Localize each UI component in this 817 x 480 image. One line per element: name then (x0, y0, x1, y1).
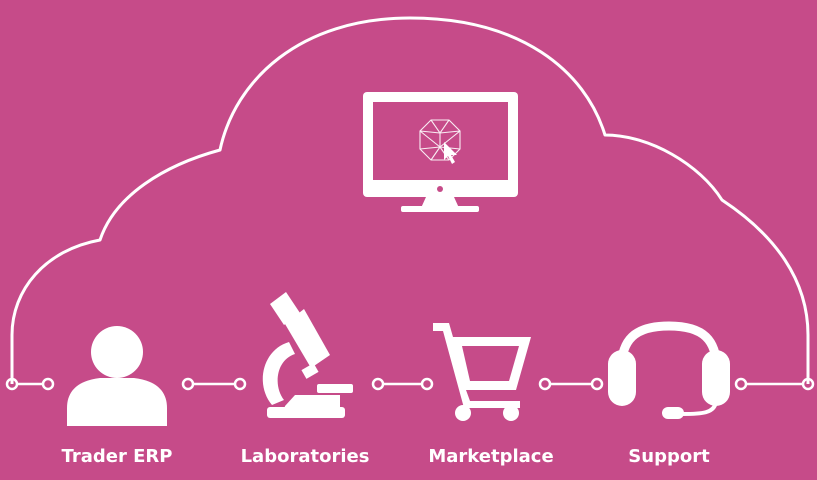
connector-dot (734, 377, 748, 391)
connector-dot (371, 377, 385, 391)
connector-dot (233, 377, 247, 391)
node-label-laboratories: Laboratories (240, 446, 370, 467)
gem-cursor-icon (419, 119, 461, 161)
cloud-outline (10, 16, 810, 384)
connector-dot (420, 377, 434, 391)
user-icon (67, 326, 167, 426)
connector-dot (538, 377, 552, 391)
node-label-trader-erp: Trader ERP (61, 446, 173, 467)
connector-dot (181, 377, 195, 391)
connector-dot (41, 377, 55, 391)
cursor-icon (444, 142, 457, 164)
connector-dot (590, 377, 604, 391)
node-label-marketplace: Marketplace (428, 446, 554, 467)
shopping-cart-icon (433, 323, 531, 421)
headset-icon (608, 321, 730, 419)
node-label-support: Support (628, 446, 710, 467)
monitor-icon (363, 92, 518, 212)
microscope-icon (262, 292, 353, 418)
